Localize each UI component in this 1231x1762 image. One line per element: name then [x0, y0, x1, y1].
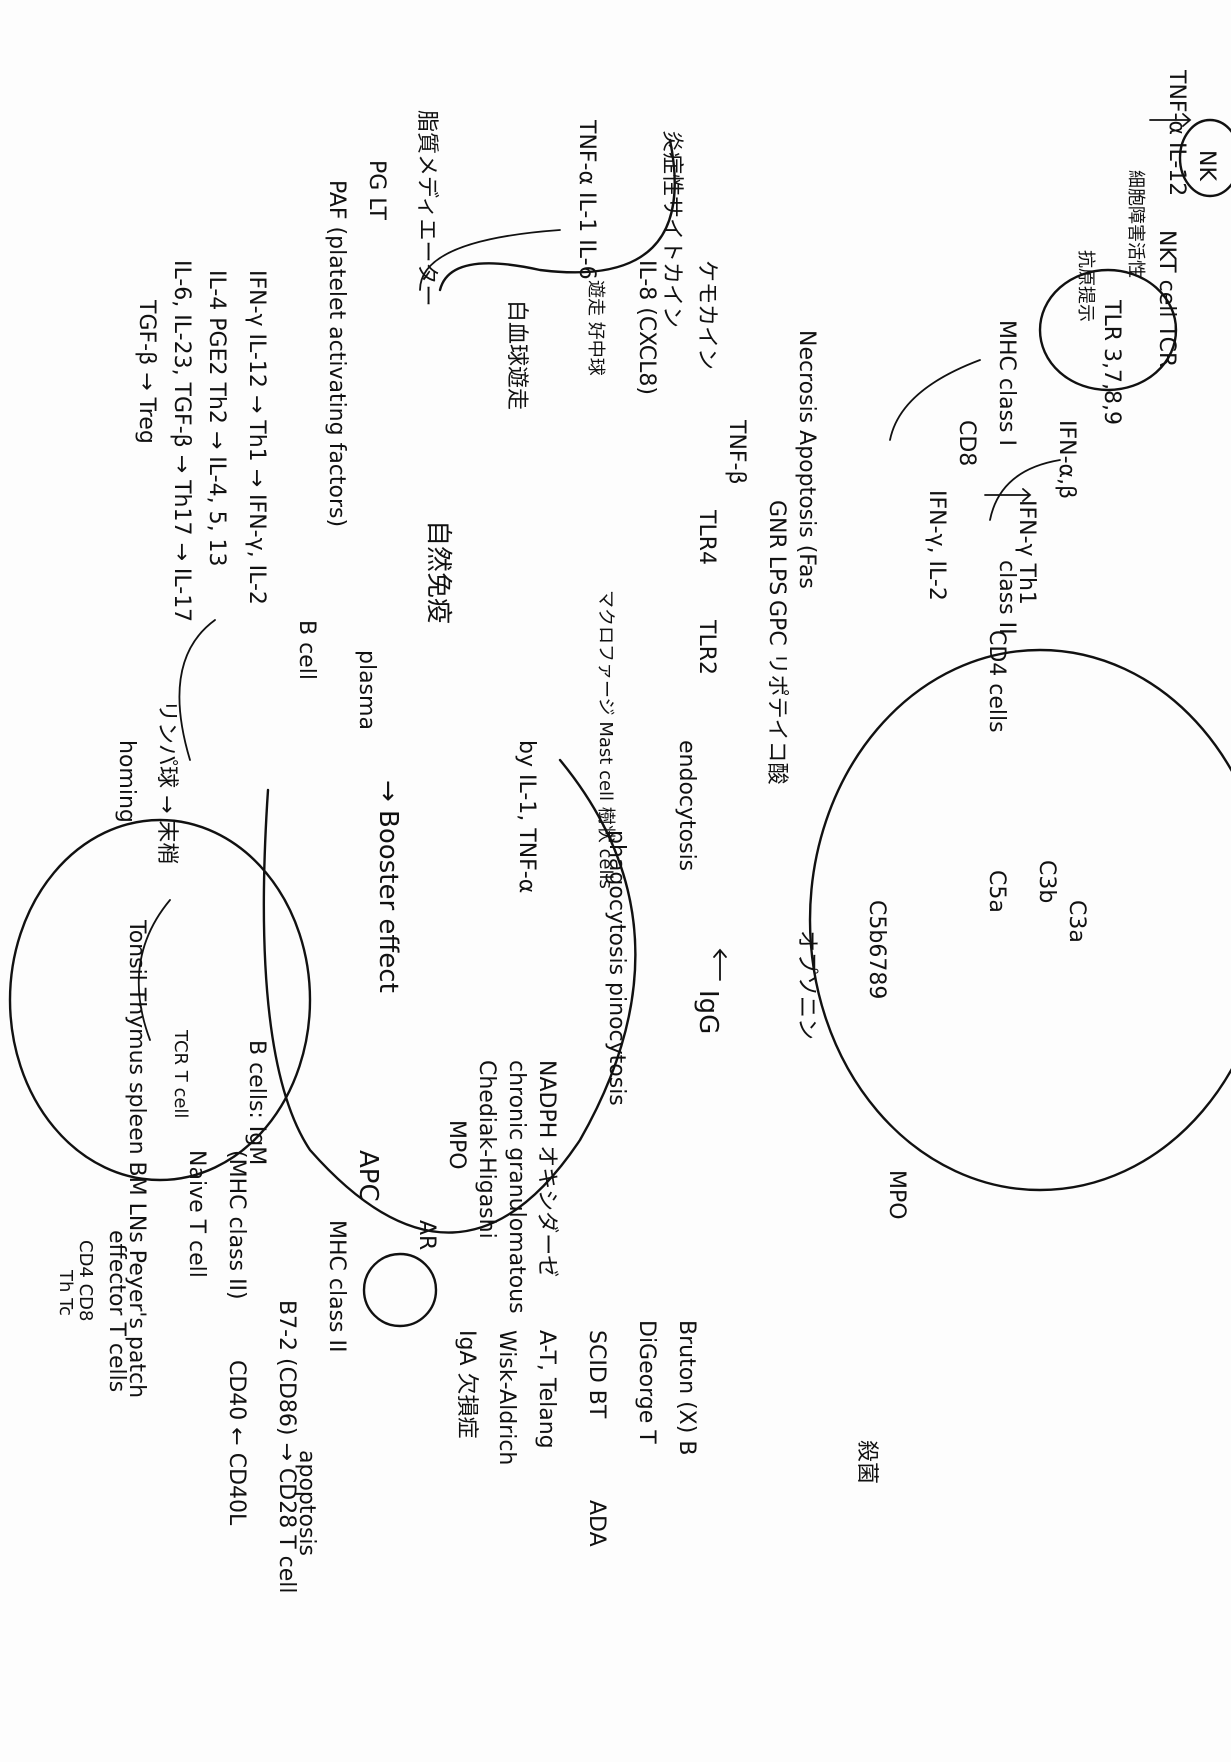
- note-mast: マクロファージ Mast cell 樹状 cells: [595, 590, 616, 889]
- arrow-nk: [1149, 113, 1192, 127]
- note-il1tnf: by IL-1, TNF-α: [514, 740, 539, 893]
- note-ada: ADA: [584, 1500, 609, 1547]
- note-nk-kill: 細胞障害活性: [1125, 170, 1146, 278]
- note-apc: APC: [353, 1150, 383, 1202]
- enen-arc: [438, 138, 676, 292]
- note-ataxia: A-T, Telang: [534, 1330, 559, 1449]
- note-tgfb: TGF-β → Treg: [134, 299, 159, 444]
- note-complement: C5b6789: [864, 900, 889, 999]
- note-nadph: NADPH オキシダーゼ: [534, 1060, 559, 1277]
- arrow-igg: [713, 948, 727, 981]
- note-chediak: Chediak-Higashi: [474, 1060, 499, 1239]
- note-tcr-tcell: TCR T cell: [170, 1029, 191, 1118]
- note-cd28: B7-2 (CD86) → CD28 T cell: [274, 1300, 299, 1593]
- note-ifny-il2: IFN-γ, IL-2: [924, 490, 949, 601]
- note-endocytosis: endocytosis: [674, 740, 699, 871]
- note-cd8: CD8: [954, 420, 979, 466]
- note-c3a: C3a: [1064, 900, 1089, 943]
- note-killer: 殺菌: [854, 1440, 879, 1484]
- note-ifny-th1: IFN-γ Th1: [1014, 500, 1039, 605]
- note-mhc-ii: (MHC class II): [224, 1150, 249, 1300]
- note-apc-mhc: MHC class II: [324, 1220, 349, 1352]
- note-il8: IL-8 (CXCL8): [634, 260, 659, 395]
- note-cd4-cd8: CD4 CD8: [75, 1240, 96, 1321]
- note-ifny-il12: IFN-γ IL-12 → Th1 → IFN-γ, IL-2: [244, 270, 269, 605]
- bcell-loop: [262, 758, 637, 1234]
- note-wisk: Wisk-Aldrich: [494, 1330, 519, 1465]
- note-chemokine: ケモカイン: [694, 260, 719, 370]
- note-cgd: chronic granulomatous: [504, 1060, 529, 1314]
- cd8-connector: [889, 359, 981, 441]
- note-cd4: CD4 cells: [984, 630, 1009, 733]
- note-koukyuu: 白血球遊走: [504, 300, 529, 410]
- note-mpo2: MPO: [884, 1170, 909, 1220]
- note-mpo: MPO: [444, 1120, 469, 1170]
- note-gpc: GPC リポテイコ酸: [764, 600, 789, 785]
- tlr-dc-enclosure: [1038, 268, 1178, 392]
- note-mediators: 脂質メディエーター: [414, 110, 439, 306]
- note-necrosis: Necrosis Apoptosis (Fas: [794, 330, 819, 589]
- note-gnr: GNR LPS: [764, 500, 789, 595]
- note-nk: NK: [1194, 150, 1219, 181]
- note-tlr2: TLR2: [694, 619, 719, 675]
- note-mhc-class: MHC class I: [994, 320, 1019, 446]
- note-scid: SCID BT: [584, 1330, 609, 1419]
- note-phago: phagocytosis pinocytosis: [604, 830, 629, 1106]
- lymph-connector: [137, 899, 171, 1041]
- note-bcell: B cell: [294, 620, 319, 680]
- note-effector: effector T cells: [104, 1230, 129, 1392]
- note-tlr-dc: TLR 3,7,8,9: [1099, 299, 1124, 425]
- note-apoptosis: apoptosis: [294, 1450, 319, 1556]
- note-class-ii: class II: [994, 560, 1019, 635]
- note-tnfa-list: TNF-α IL-1 IL-6: [574, 119, 599, 280]
- note-tonsil: Tonsil Thymus spleen BM LNs Peyer's patc…: [124, 919, 149, 1398]
- lymphoid-organ-enclosure: [8, 818, 312, 1182]
- mhc-connector: [989, 459, 1061, 521]
- nk-enclosure: [1178, 118, 1231, 198]
- mediator-connector: [419, 229, 561, 291]
- note-nkt: NKT cell TCR: [1154, 230, 1179, 367]
- note-paf: PAF (platelet activating factors): [324, 180, 349, 527]
- apc-circle: [362, 1252, 438, 1328]
- note-digeorge: DiGeorge T: [634, 1320, 659, 1444]
- note-hairpin: リンパ球 → 末梢: [154, 700, 179, 864]
- note-booster: → Booster effect: [373, 780, 403, 993]
- bcell-connector: [178, 619, 216, 761]
- note-igg: IgG: [693, 990, 723, 1034]
- note-tnfa-il12: TNF-α IL-12: [1164, 69, 1189, 196]
- note-naive: Naive T cell: [184, 1150, 209, 1278]
- arrow-ifn: [984, 488, 1032, 502]
- note-c3b: C3b: [1034, 860, 1059, 903]
- note-th: Th Tc: [55, 1269, 76, 1316]
- complement-cycle-outline: [808, 648, 1231, 1192]
- note-cd40: CD40 ← CD40L: [224, 1360, 249, 1526]
- note-il4: IL-4 PGE2 Th2 → IL-4, 5, 13: [204, 270, 229, 567]
- note-bcells-igm: B cells: IgM: [244, 1040, 269, 1165]
- note-tnfb: TNF-β: [724, 419, 749, 485]
- note-bruton: Bruton (X) B: [674, 1320, 699, 1455]
- note-nkt-desc: 抗原提示: [1075, 250, 1096, 322]
- note-c5a: C5a: [984, 870, 1009, 913]
- note-kaishi: 自然免疫: [423, 520, 453, 624]
- note-enen: 炎症性サイトカイン: [659, 130, 684, 328]
- note-homing: homing: [114, 740, 139, 823]
- note-opsonin: オプソニン: [794, 930, 819, 1040]
- note-il6: IL-6, IL-23, TGF-β → Th17 → IL-17: [169, 260, 194, 622]
- note-iga: IgA 欠損症: [454, 1330, 479, 1439]
- note-il8-desc: 遊走 好中球: [585, 280, 606, 376]
- note-pg-lt: PG LT: [364, 160, 389, 221]
- note-ifnab: IFN-α,β: [1054, 420, 1079, 499]
- note-plasma: plasma: [354, 650, 379, 730]
- note-tlr4: TLR4: [694, 509, 719, 565]
- note-ar: AR: [414, 1220, 439, 1250]
